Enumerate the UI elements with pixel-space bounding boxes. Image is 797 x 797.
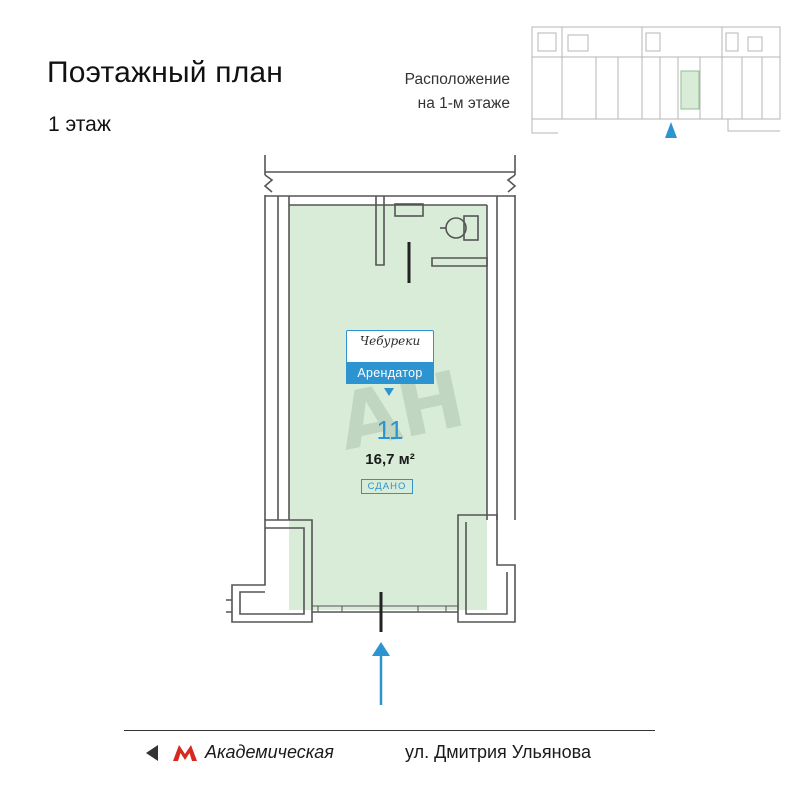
location-line-2: на 1-м этаже: [417, 95, 510, 112]
status-badge: СДАНО: [361, 479, 413, 494]
metro-station-name: Академическая: [205, 742, 334, 762]
floor-label: 1 этаж: [48, 113, 111, 136]
tenant-card-pointer: [384, 388, 394, 396]
location-minimap: [531, 26, 781, 138]
triangle-left-icon: [146, 745, 158, 761]
location-line-1: Расположение: [404, 71, 510, 88]
page-title: Поэтажный план: [47, 56, 284, 89]
location-caption: Расположение на 1-м этаже: [380, 68, 510, 116]
street-line: [124, 730, 655, 731]
street-name: ул. Дмитрия Ульянова: [405, 742, 591, 762]
entrance-arrow-icon: [372, 642, 390, 705]
unit-area-fill: [289, 205, 487, 610]
floor-plan: AH: [226, 155, 517, 705]
unit-number: 11: [376, 415, 404, 445]
triangle-up-icon: [665, 122, 677, 138]
minimap-unit-highlight: [680, 70, 700, 110]
tenant-card: Чебуреки Арендатор: [346, 330, 434, 384]
unit-area: 16,7 м²: [365, 451, 415, 468]
tenant-logo: Чебуреки: [359, 334, 421, 348]
tenant-label: Арендатор: [346, 362, 434, 384]
metro-m-icon: [173, 745, 197, 761]
